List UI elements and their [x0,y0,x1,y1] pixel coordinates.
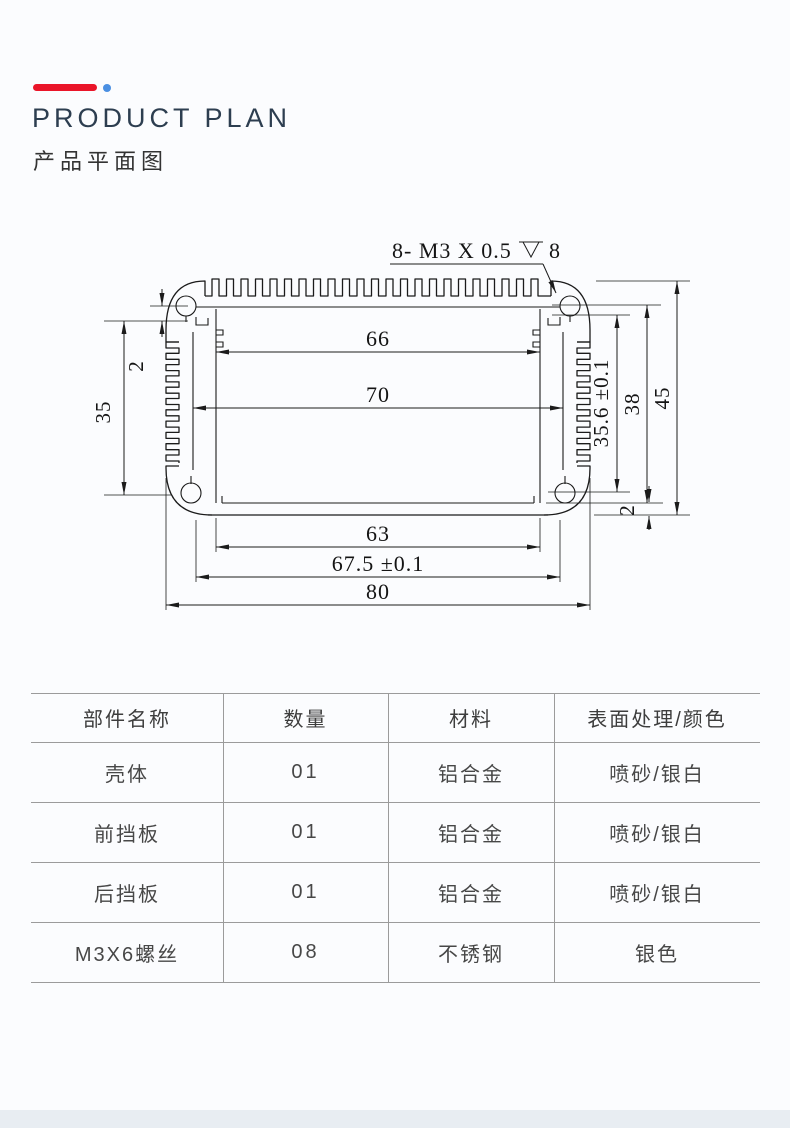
accent-bar [33,84,97,91]
dim-side-height: 35 [91,401,115,424]
dim-inner-top-width: 66 [366,326,390,351]
thread-depth-text: 8 [549,238,561,263]
table-grid-line [388,693,389,982]
thread-annotation: 8- M3 X 0.5 8 [390,238,561,294]
footer-strip [0,1110,790,1128]
table-cell-part: M3X6螺丝 [74,943,180,966]
depth-symbol-icon [519,241,543,259]
accent-dot [103,84,111,92]
table-grid-line [31,922,760,923]
col-header-quantity: 数量 [283,709,328,731]
dim-bottom-wall: 2 [615,504,639,516]
table-cell-qty: 08 [291,940,320,963]
table-grid-line [31,742,760,743]
table-cell-finish: 喷砂/银白 [609,823,705,846]
dim-inner-width: 70 [366,382,390,407]
page-subtitle: 产品平面图 [33,149,169,174]
table-grid-line [31,862,760,863]
table-grid-line [554,693,555,982]
table-cell-part: 前挡板 [94,823,160,846]
table-cell-finish: 喷砂/银白 [609,883,705,906]
table-cell-material: 铝合金 [438,763,504,786]
screw-boss-top-right [559,295,581,317]
dim-body-height: 38 [620,393,644,416]
dim-bottom-opening: 63 [366,521,390,546]
leader-line [542,263,557,294]
parts-table: 部件名称 数量 材料 表面处理/颜色 壳体 01 铝合金 喷砂/银白 前挡板 0… [31,693,760,983]
table-cell-material: 不锈钢 [438,943,504,966]
table-grid-line [31,982,760,983]
dimension-lines [104,280,690,610]
profile-drawing: 66 70 63 67.5 ±0.1 80 2 35 35.6 ±0.1 38 … [91,238,690,610]
dim-left-wall: 2 [124,360,148,372]
dim-hole-spacing: 67.5 ±0.1 [332,551,425,576]
screw-boss-bottom-right [554,482,576,504]
dim-inner-height: 35.6 ±0.1 [589,359,613,448]
screw-boss-bottom-left [180,482,202,504]
table-cell-material: 铝合金 [438,883,504,906]
col-header-material: 材料 [449,709,493,731]
table-cell-part: 后挡板 [94,883,160,906]
table-cell-qty: 01 [291,820,320,843]
col-header-finish: 表面处理/颜色 [587,709,727,731]
page-title: PRODUCT PLAN [32,103,292,133]
dim-overall-height: 45 [650,387,674,410]
enclosure-profile-outline [165,278,591,516]
table-cell-finish: 银色 [635,943,679,966]
table-cell-part: 壳体 [105,763,149,786]
table-cell-qty: 01 [291,760,320,783]
table-cell-finish: 喷砂/银白 [609,763,705,786]
table-grid-line [31,802,760,803]
thread-spec-text: 8- M3 X 0.5 [392,238,512,263]
table-grid-line [31,693,760,694]
table-cell-material: 铝合金 [438,823,504,846]
table-grid-line [223,693,224,982]
table-cell-qty: 01 [291,880,320,903]
col-header-part-name: 部件名称 [83,709,171,731]
dim-overall-width: 80 [366,579,390,604]
